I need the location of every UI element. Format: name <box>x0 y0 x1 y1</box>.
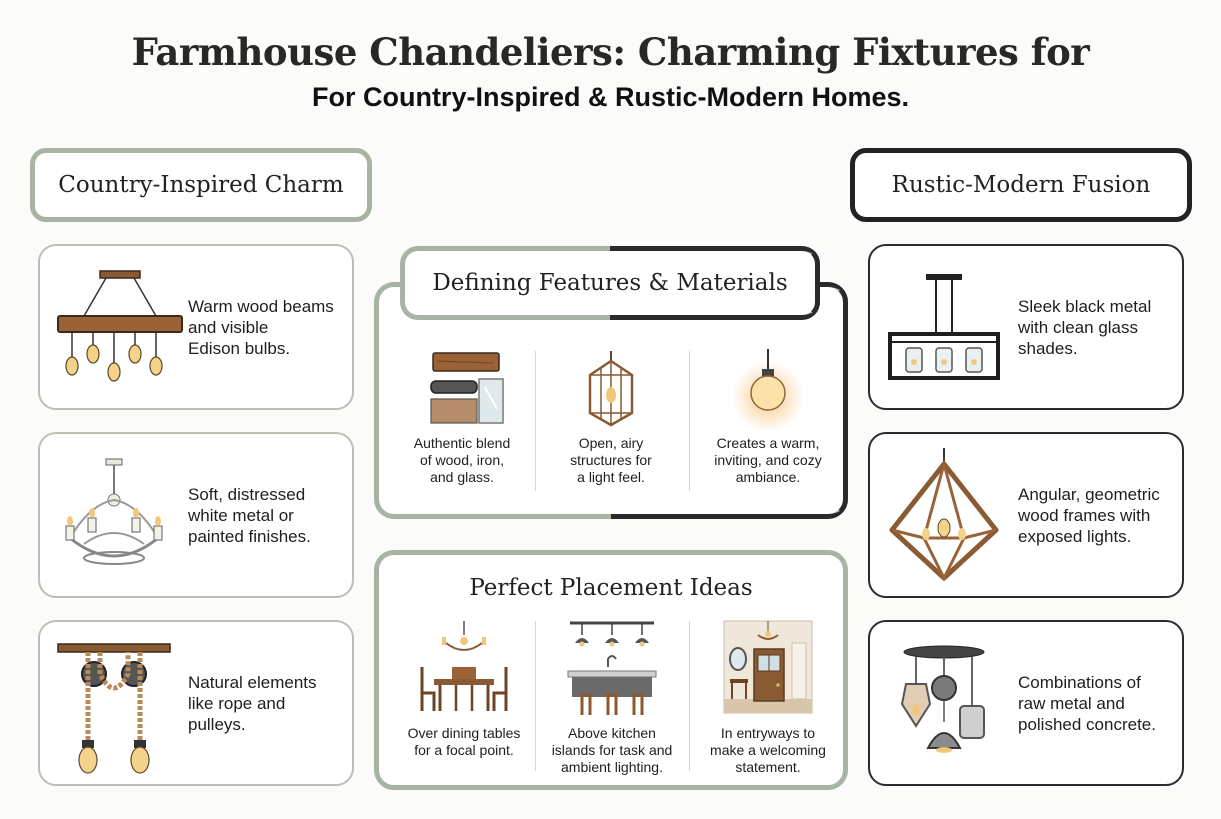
geometric-wood-pendant-icon <box>870 434 1018 596</box>
page-title: Farmhouse Chandeliers: Charming Fixtures… <box>131 30 1090 74</box>
rope-pulley-pendant-icon <box>40 622 188 784</box>
country-inspired-heading: Country-Inspired Charm <box>30 148 372 222</box>
placement-panel: Perfect Placement Ideas Over dining tabl… <box>374 550 848 790</box>
lantern-cage-icon <box>576 349 646 429</box>
glowing-bulb-icon <box>728 349 808 429</box>
material-swatches-icon <box>417 349 507 429</box>
placement-heading: Perfect Placement Ideas <box>469 575 753 601</box>
kitchen-island-scene-icon <box>562 619 662 719</box>
dining-table-scene-icon <box>414 619 514 719</box>
entryway-scene-icon <box>718 619 818 719</box>
rustic-modern-heading: Rustic-Modern Fusion <box>850 148 1192 222</box>
features-heading: Defining Features & Materials <box>400 246 820 320</box>
wood-beam-chandelier-icon <box>40 246 188 408</box>
metal-concrete-cluster-pendant-icon <box>870 622 1018 784</box>
black-metal-linear-chandelier-icon <box>870 246 1018 408</box>
page-subtitle: For Country-Inspired & Rustic-Modern Hom… <box>311 82 910 112</box>
white-metal-chandelier-icon <box>40 434 188 596</box>
